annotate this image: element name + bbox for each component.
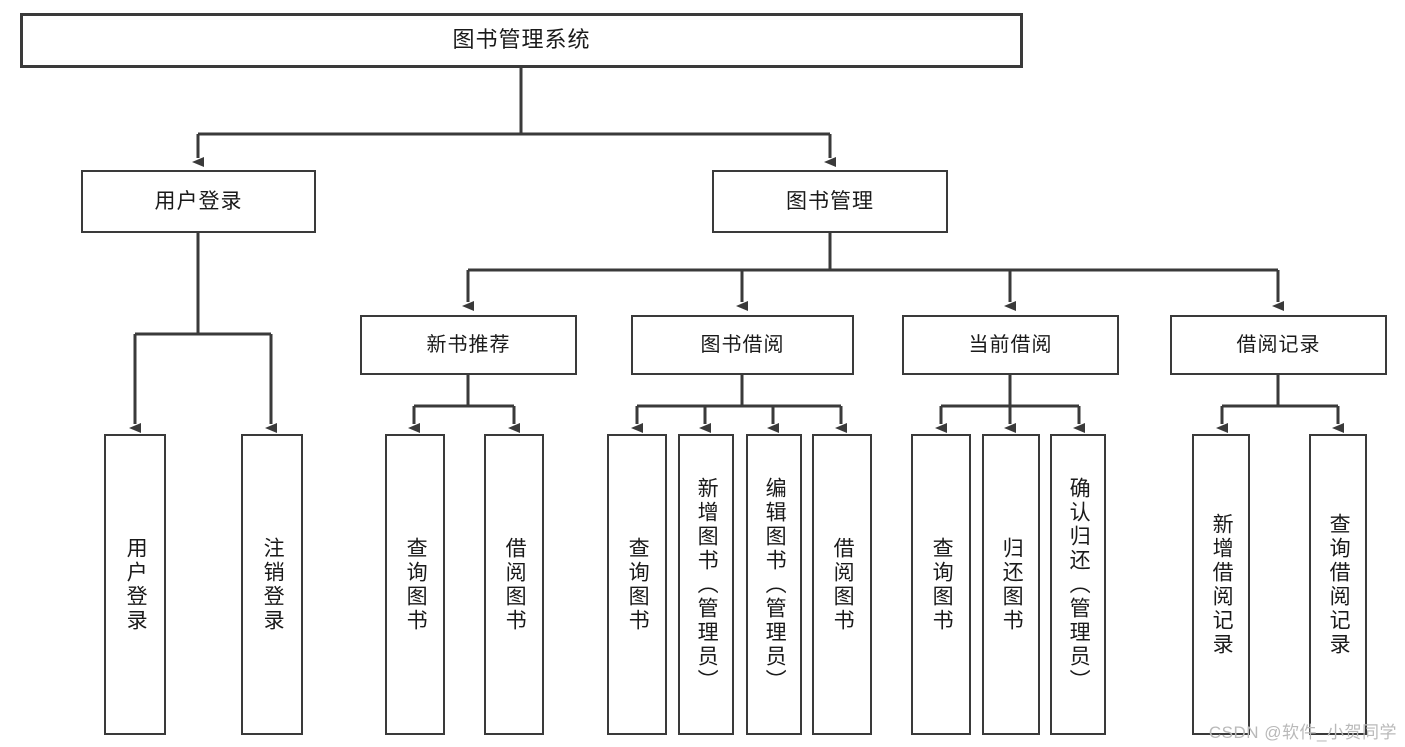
node-leaf-edit-book-admin[interactable]: 编辑图书（管理员） xyxy=(746,434,802,735)
node-label: 确认归还（管理员） xyxy=(1067,476,1091,693)
node-leaf-logout[interactable]: 注销登录 xyxy=(241,434,303,735)
node-label: 用户登录 xyxy=(154,189,243,213)
node-root-book-management-system[interactable]: 图书管理系统 xyxy=(20,13,1023,68)
node-leaf-borrow-books[interactable]: 借阅图书 xyxy=(812,434,872,735)
node-book-borrowing[interactable]: 图书借阅 xyxy=(631,315,854,375)
node-label: 查询图书 xyxy=(930,536,954,633)
node-label: 当前借阅 xyxy=(968,334,1053,356)
node-label: 查询图书 xyxy=(626,536,650,633)
node-user-login[interactable]: 用户登录 xyxy=(81,170,316,233)
node-label: 图书管理 xyxy=(786,189,874,213)
node-label: 图书管理系统 xyxy=(452,27,591,53)
node-label: 新增借阅记录 xyxy=(1210,512,1234,657)
node-leaf-confirm-return-admin[interactable]: 确认归还（管理员） xyxy=(1050,434,1106,735)
node-leaf-add-book-admin[interactable]: 新增图书（管理员） xyxy=(678,434,734,735)
node-leaf-query-books-new[interactable]: 查询图书 xyxy=(385,434,445,735)
node-leaf-borrow-books-new[interactable]: 借阅图书 xyxy=(484,434,544,735)
node-leaf-query-books-current[interactable]: 查询图书 xyxy=(911,434,971,735)
node-label: 查询借阅记录 xyxy=(1327,512,1351,657)
node-label: 查询图书 xyxy=(404,536,428,633)
node-leaf-return-books[interactable]: 归还图书 xyxy=(982,434,1040,735)
node-borrowing-records[interactable]: 借阅记录 xyxy=(1170,315,1387,375)
node-label: 新增图书（管理员） xyxy=(695,476,719,693)
node-label: 编辑图书（管理员） xyxy=(763,476,787,693)
node-label: 图书借阅 xyxy=(700,334,785,356)
node-label: 归还图书 xyxy=(1000,536,1024,633)
node-label: 注销登录 xyxy=(261,536,285,633)
node-leaf-query-borrow-record[interactable]: 查询借阅记录 xyxy=(1309,434,1367,735)
node-label: 借阅图书 xyxy=(503,536,527,633)
node-book-management[interactable]: 图书管理 xyxy=(712,170,948,233)
node-new-book-recommendation[interactable]: 新书推荐 xyxy=(360,315,577,375)
node-leaf-query-books-borrow[interactable]: 查询图书 xyxy=(607,434,667,735)
node-current-borrowing[interactable]: 当前借阅 xyxy=(902,315,1119,375)
node-label: 新书推荐 xyxy=(426,334,511,356)
node-leaf-user-login[interactable]: 用户登录 xyxy=(104,434,166,735)
node-label: 借阅记录 xyxy=(1236,334,1321,356)
node-label: 用户登录 xyxy=(124,536,148,633)
node-label: 借阅图书 xyxy=(831,536,855,633)
node-leaf-add-borrow-record[interactable]: 新增借阅记录 xyxy=(1192,434,1250,735)
watermark-text: CSDN @软件_小贺同学 xyxy=(1208,723,1397,742)
